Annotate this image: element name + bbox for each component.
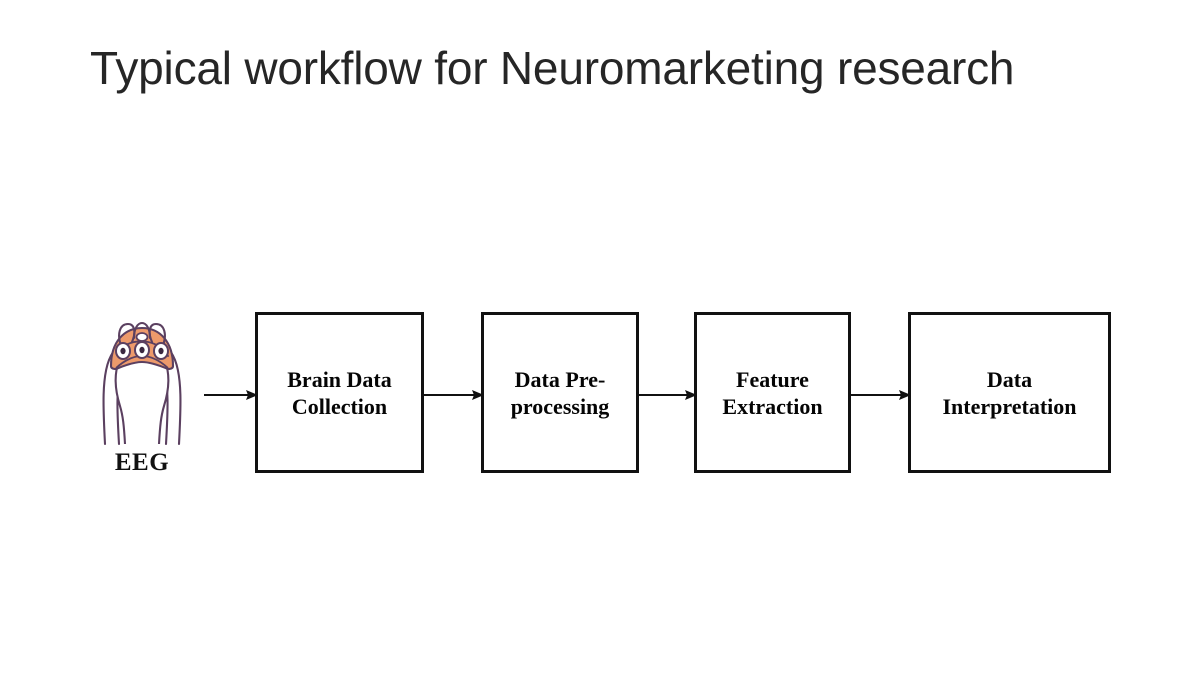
process-step-brain-data-collection[interactable]: Brain Data Collection [255,312,424,473]
arrow-step-3-to-step-4 [849,390,911,400]
arrow-eeg-to-step-1 [204,390,258,400]
arrow-step-2-to-step-3 [637,390,697,400]
arrow-step-1-to-step-2 [422,390,484,400]
process-step-data-pre-processing[interactable]: Data Pre- processing [481,312,639,473]
page-title: Typical workflow for Neuromarketing rese… [90,42,1015,94]
eeg-headcap-icon [102,321,182,446]
eeg-node: EEG [78,306,206,486]
process-step-data-interpretation[interactable]: Data Interpretation [908,312,1111,473]
process-step-feature-extraction[interactable]: Feature Extraction [694,312,851,473]
process-step-label: Data Pre- processing [510,366,610,419]
process-step-label: Feature Extraction [722,366,823,419]
eeg-label: EEG [114,449,170,476]
process-step-label: Data Interpretation [942,366,1077,419]
process-step-label: Brain Data Collection [287,366,392,419]
